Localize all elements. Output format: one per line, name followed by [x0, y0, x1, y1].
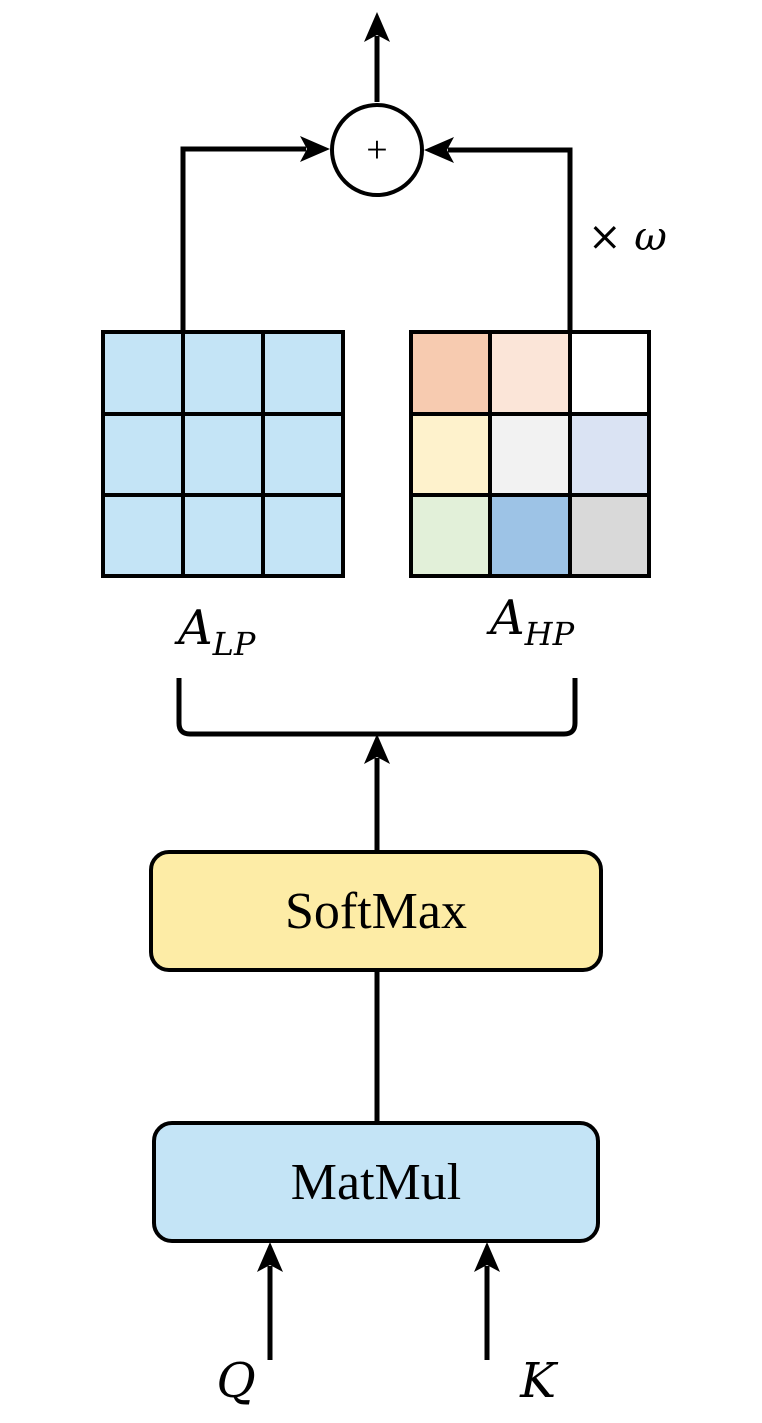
softmax-block: SoftMax [149, 850, 603, 972]
hp-to-sum-arrow [424, 137, 573, 332]
hp-cell [488, 412, 572, 497]
weight-label: × ω [588, 214, 667, 260]
lp-to-sum-arrow [180, 136, 330, 332]
lp-matrix [101, 330, 345, 578]
lp-cell [261, 412, 345, 497]
hp-cell [409, 330, 492, 416]
matmul-label: MatMul [291, 1154, 461, 1211]
lp-label-subscript: LP [212, 625, 256, 663]
matmul-box [152, 1121, 600, 1243]
hp-cell [409, 493, 492, 578]
output-arrow [364, 12, 390, 102]
hp-cell [488, 330, 572, 416]
hp-cell [568, 412, 651, 497]
lp-cell [261, 493, 345, 578]
hp-cell [488, 493, 572, 578]
hp-cell [568, 330, 651, 416]
lp-cell [181, 330, 265, 416]
lp-cell [261, 330, 345, 416]
k-input-arrow [474, 1242, 500, 1360]
hp-label-name: A [486, 590, 525, 646]
lp-cell [101, 493, 185, 578]
lp-cell [101, 330, 185, 416]
q-input-arrow [257, 1242, 283, 1360]
hp-cell [568, 493, 651, 578]
matmul-block: MatMul [152, 1121, 600, 1243]
lp-cell [101, 412, 185, 497]
lp-cell [181, 412, 265, 497]
q-label: Q [216, 1353, 255, 1409]
add-symbol: + [366, 129, 387, 171]
sum-node: + [330, 103, 424, 197]
lp-matrix-label: ALP [174, 600, 256, 663]
k-label: K [519, 1353, 559, 1409]
hp-matrix [409, 330, 651, 578]
softmax-label: SoftMax [285, 883, 467, 940]
split-bracket [176, 678, 578, 737]
softmax-to-split-arrow [364, 734, 390, 852]
lp-label-name: A [174, 600, 213, 656]
hp-cell [409, 412, 492, 497]
hp-label-subscript: HP [524, 615, 575, 653]
lp-cell [181, 493, 265, 578]
hp-matrix-label: AHP [486, 590, 575, 653]
